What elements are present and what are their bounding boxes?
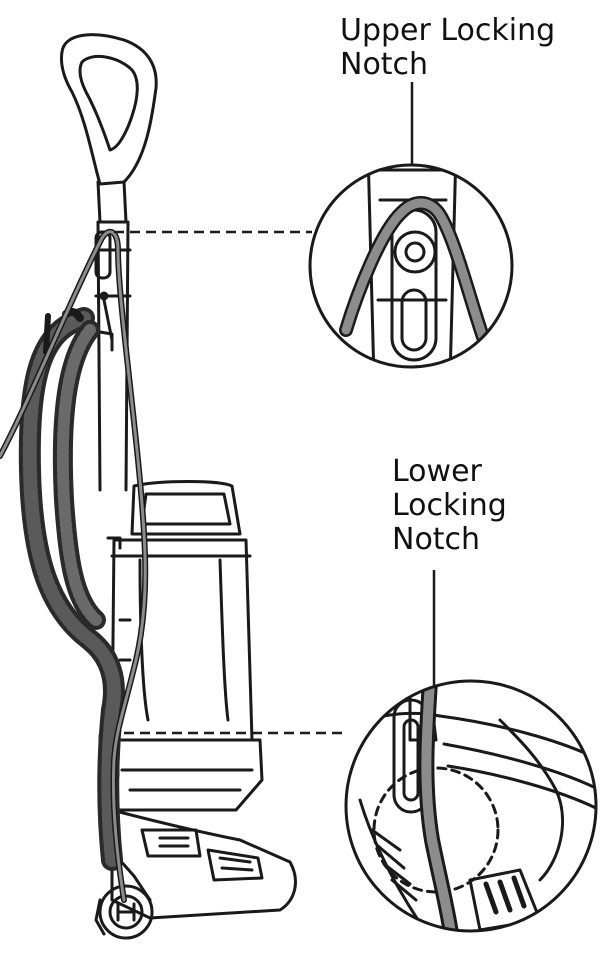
upper-label-line-2: Notch [340, 47, 429, 82]
rear-wheel [98, 884, 154, 940]
vacuum-cleaner [60, 33, 297, 940]
tank-body [110, 538, 254, 742]
lower-locking-notch-label: Lower Locking Notch [392, 455, 507, 557]
lower-body [102, 738, 264, 812]
lower-label-line-3: Notch [392, 522, 481, 557]
power-cord [0, 228, 149, 903]
upper-label-line-1: Upper Locking [340, 13, 556, 48]
handle-grip [60, 33, 158, 186]
handle-grip-inner [78, 54, 139, 152]
hose [18, 307, 125, 871]
lower-label-line-2: Locking [392, 488, 507, 523]
lower-notch-detail [344, 679, 598, 933]
tank-top [130, 480, 242, 536]
upper-notch-detail [308, 163, 514, 369]
lower-label-line-1: Lower [392, 454, 482, 489]
leader-lines [114, 82, 436, 735]
upright-column [96, 220, 130, 492]
floor-head [110, 808, 297, 920]
upper-locking-notch-label: Upper Locking Notch [340, 14, 555, 82]
